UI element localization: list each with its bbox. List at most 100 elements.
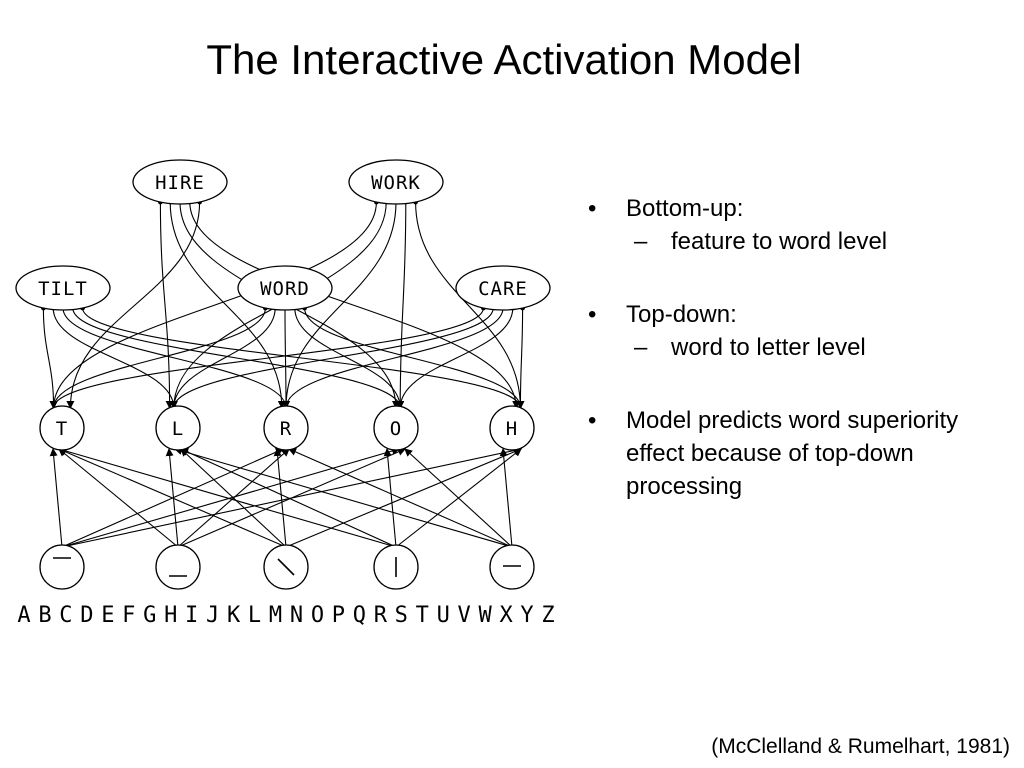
sub-bullet-text: word to letter level xyxy=(671,334,866,361)
alphabet-letter: I xyxy=(185,603,198,628)
letter-node-label: R xyxy=(280,418,292,440)
word-node-label: WORK xyxy=(371,172,421,194)
bullet-marker: • xyxy=(588,301,597,328)
alphabet-letter: M xyxy=(269,603,282,628)
word-letter-connection xyxy=(294,307,405,409)
letter-node: T xyxy=(39,405,85,451)
alphabet-letter: G xyxy=(143,603,156,628)
alphabet-letter: F xyxy=(122,603,135,628)
word-letter-connection xyxy=(169,307,494,409)
word-letter-connection xyxy=(169,201,286,409)
feature-letter-connection xyxy=(180,448,397,548)
letter-node-label: H xyxy=(506,418,518,440)
word-letter-connection xyxy=(62,307,290,409)
letter-node-label: O xyxy=(390,418,402,440)
bullet-marker: • xyxy=(588,195,597,222)
feature-node-top-bar xyxy=(39,544,85,590)
feature-letter-connection xyxy=(180,448,287,548)
word-letter-connection xyxy=(304,307,525,409)
alphabet-letter: L xyxy=(248,603,261,628)
alphabet-letter: Y xyxy=(520,603,533,628)
alphabet-letter: E xyxy=(101,603,114,628)
alphabet-letter: B xyxy=(38,603,51,628)
sub-bullet-text: feature to word level xyxy=(671,228,888,255)
word-letter-connection xyxy=(169,307,276,409)
connection-lines xyxy=(41,199,525,548)
word-letter-connection xyxy=(281,307,290,409)
word-node-label: WORD xyxy=(260,278,310,300)
sub-bullet-marker: – xyxy=(634,228,648,255)
word-letter-connection xyxy=(49,201,377,409)
alphabet-letter: N xyxy=(290,603,303,628)
bullet-item: • Model predicts word superiority effect… xyxy=(588,404,1008,503)
letter-node: R xyxy=(263,405,309,451)
alphabet-letter: X xyxy=(499,603,513,628)
feature-letter-connection xyxy=(288,448,513,548)
alphabet-letter: T xyxy=(416,603,429,628)
word-node-label: CARE xyxy=(478,278,528,300)
feature-node-bottom-bar xyxy=(155,544,201,590)
alphabet-letter: D xyxy=(80,603,93,628)
bullet-text: Model predicts word superiority effect b… xyxy=(626,407,959,500)
letter-node-label: L xyxy=(172,418,184,440)
alphabet-letter: P xyxy=(332,603,345,628)
alphabet-letter: J xyxy=(206,603,219,628)
slide-title: The Interactive Activation Model xyxy=(206,36,802,83)
word-letter-connection xyxy=(516,307,525,409)
bullet-marker: • xyxy=(588,407,597,434)
feature-letter-connection xyxy=(58,447,397,548)
nodes: HIRE WORK TILT WORD CARE T L R O H xyxy=(15,159,551,590)
bullet-item: • Top-down: xyxy=(588,298,1008,331)
alphabet-letter: A xyxy=(17,603,30,628)
feature-node-diagonal-stroke xyxy=(263,544,309,590)
feature-letter-connection xyxy=(177,448,406,548)
feature-letter-connection xyxy=(61,447,400,548)
alphabet-letter: S xyxy=(395,603,408,628)
sub-bullet-marker: – xyxy=(634,334,648,361)
alphabet-letter: R xyxy=(374,603,388,628)
letter-node-label: T xyxy=(56,418,68,440)
feature-letter-connection xyxy=(285,448,522,548)
word-letter-connection xyxy=(396,201,407,409)
feature-letter-connection xyxy=(174,447,513,548)
feature-letter-connection xyxy=(58,448,179,548)
word-node: CARE xyxy=(455,265,551,311)
word-node: HIRE xyxy=(132,159,228,205)
alphabet-letter: V xyxy=(458,603,471,628)
word-letter-connection xyxy=(72,307,405,409)
feature-letter-connection xyxy=(58,448,287,548)
feature-letter-connection xyxy=(499,448,513,548)
feature-node-vertical-stroke xyxy=(373,544,419,590)
diagonal-stroke-icon xyxy=(277,558,295,576)
feature-letter-connection xyxy=(273,448,287,548)
letter-node: H xyxy=(489,405,535,451)
bullet-text: Top-down: xyxy=(626,301,737,328)
alphabet-letter: C xyxy=(59,603,72,628)
word-letter-connection xyxy=(282,307,504,409)
sub-bullet-item: – word to letter level xyxy=(588,331,1008,364)
word-node-label: HIRE xyxy=(155,172,205,194)
word-letter-connection xyxy=(49,307,484,409)
feature-node-middle-bar xyxy=(489,544,535,590)
citation: (McClelland & Rumelhart, 1981) xyxy=(711,735,1010,758)
letter-node: O xyxy=(373,405,419,451)
word-node: TILT xyxy=(15,265,111,311)
alphabet-letter: K xyxy=(227,603,241,628)
word-letter-connection xyxy=(159,201,174,409)
bullet-text: Bottom-up: xyxy=(626,195,744,222)
feature-letter-connection xyxy=(404,448,513,548)
word-node-label: TILT xyxy=(38,278,88,300)
feature-letter-connection xyxy=(49,448,63,548)
word-letter-connection xyxy=(282,201,397,409)
alphabet-letter: H xyxy=(164,603,177,628)
alphabet-letter: O xyxy=(311,603,324,628)
alphabet-letter: W xyxy=(478,603,492,628)
word-letter-connection xyxy=(189,201,521,409)
word-node: WORK xyxy=(348,159,444,205)
word-letter-connection xyxy=(42,307,58,409)
word-node: WORD xyxy=(237,265,333,311)
word-letter-connection xyxy=(52,307,178,409)
alphabet-letter: U xyxy=(437,603,450,628)
